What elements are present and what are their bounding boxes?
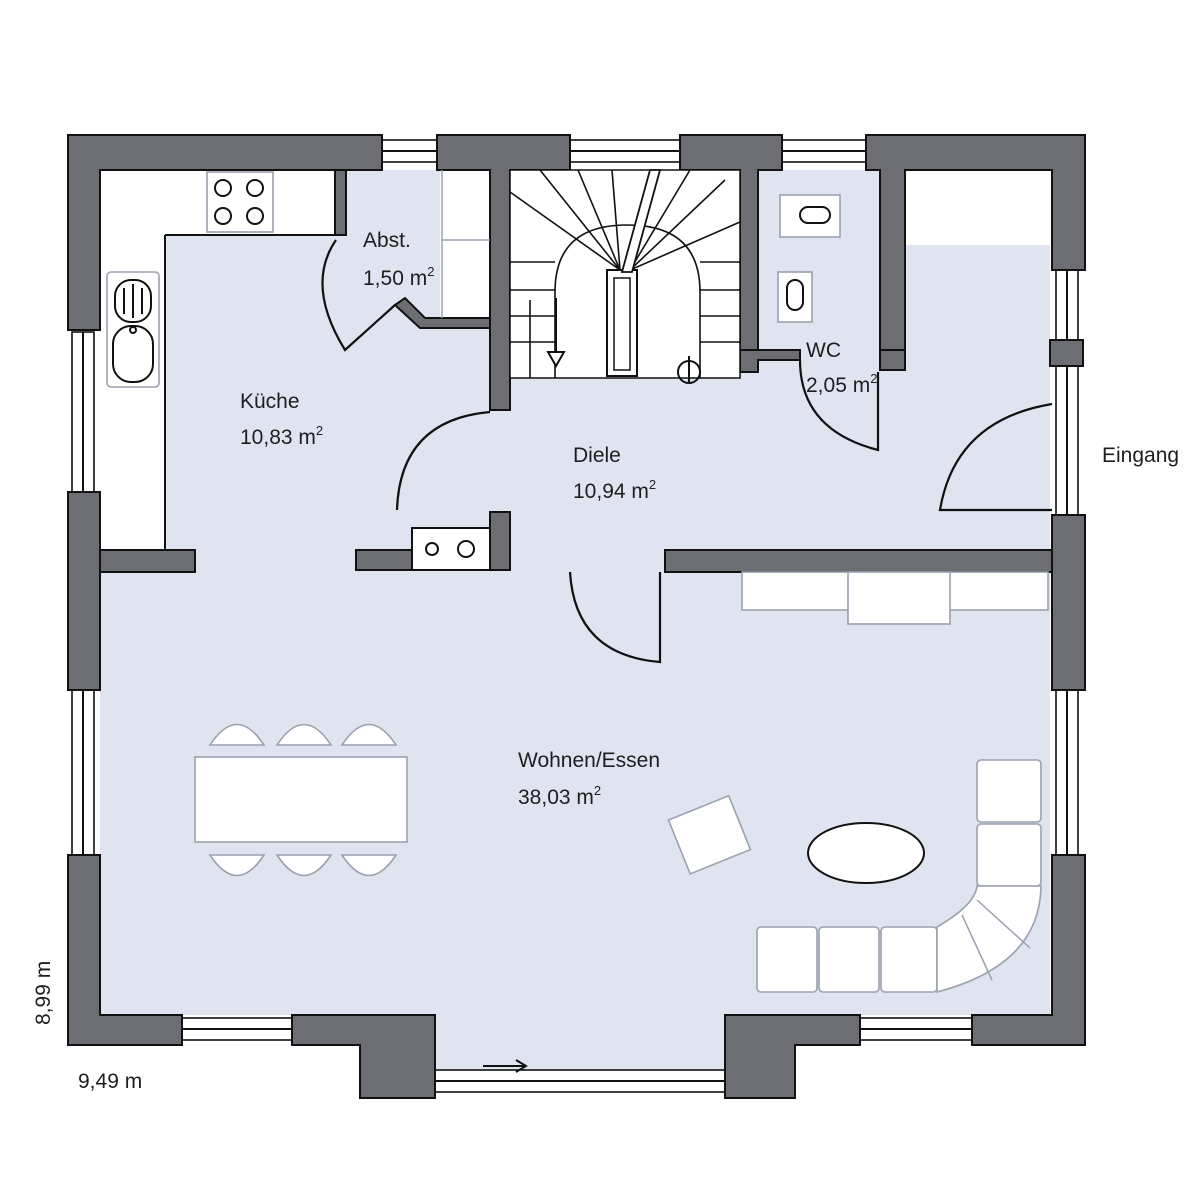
dimension-width: 9,49 m xyxy=(78,1070,142,1093)
room-name-wc: WC xyxy=(806,339,841,362)
cooktop-icon xyxy=(206,171,274,233)
armchair xyxy=(667,794,752,875)
chimney-icon xyxy=(411,527,491,571)
room-name-living: Wohnen/Essen xyxy=(518,749,660,772)
unit-exponent: 2 xyxy=(870,371,877,386)
svg-text:38,03 m2: 38,03 m2 xyxy=(518,783,601,809)
dining-chairs xyxy=(208,723,398,877)
svg-text:10,94 m2: 10,94 m2 xyxy=(573,477,656,503)
dining-table xyxy=(194,723,408,877)
kitchen-counter xyxy=(106,171,335,550)
room-area-storage: 1,50 m xyxy=(363,267,427,290)
unit-exponent: 2 xyxy=(427,264,434,279)
unit-exponent: 2 xyxy=(594,783,601,798)
room-label-wc: WC 2,05 m2 xyxy=(806,339,877,397)
doors xyxy=(321,239,1053,664)
svg-text:10,83 m2: 10,83 m2 xyxy=(240,423,323,449)
toilet-icon xyxy=(779,194,841,238)
room-area-kitchen: 10,83 m xyxy=(240,426,316,449)
svg-text:2,05 m2: 2,05 m2 xyxy=(806,371,877,397)
room-name-kitchen: Küche xyxy=(240,390,300,413)
room-area-wc: 2,05 m xyxy=(806,374,870,397)
coffee-table xyxy=(807,822,925,884)
stair-direction-arrow-icon xyxy=(546,298,566,369)
wc-fixtures xyxy=(777,194,841,323)
svg-text:1,50 m2: 1,50 m2 xyxy=(363,264,434,290)
entrance-label: Eingang xyxy=(1102,444,1179,467)
room-label-hall: Diele 10,94 m2 xyxy=(573,444,656,503)
room-name-storage: Abst. xyxy=(363,229,411,252)
unit-exponent: 2 xyxy=(649,477,656,492)
room-label-kitchen: Küche 10,83 m2 xyxy=(240,390,323,449)
room-label-living: Wohnen/Essen 38,03 m2 xyxy=(518,749,660,809)
room-name-hall: Diele xyxy=(573,444,621,467)
sink-icon xyxy=(106,271,160,388)
room-area-hall: 10,94 m xyxy=(573,480,649,503)
room-label-storage: Abst. 1,50 m2 xyxy=(363,229,434,290)
stair-start-marker-icon xyxy=(677,356,701,384)
room-area-living: 38,03 m xyxy=(518,786,594,809)
terrace-door-arrow-icon xyxy=(483,1059,528,1073)
staircase xyxy=(509,169,741,384)
walls xyxy=(67,134,1086,1099)
unit-exponent: 2 xyxy=(316,423,323,438)
sideboard xyxy=(741,571,1049,625)
dimension-depth: 8,99 m xyxy=(32,961,55,1025)
corner-sofa xyxy=(756,759,1042,994)
storage-shelves xyxy=(441,170,490,318)
washbasin-icon xyxy=(777,271,813,323)
